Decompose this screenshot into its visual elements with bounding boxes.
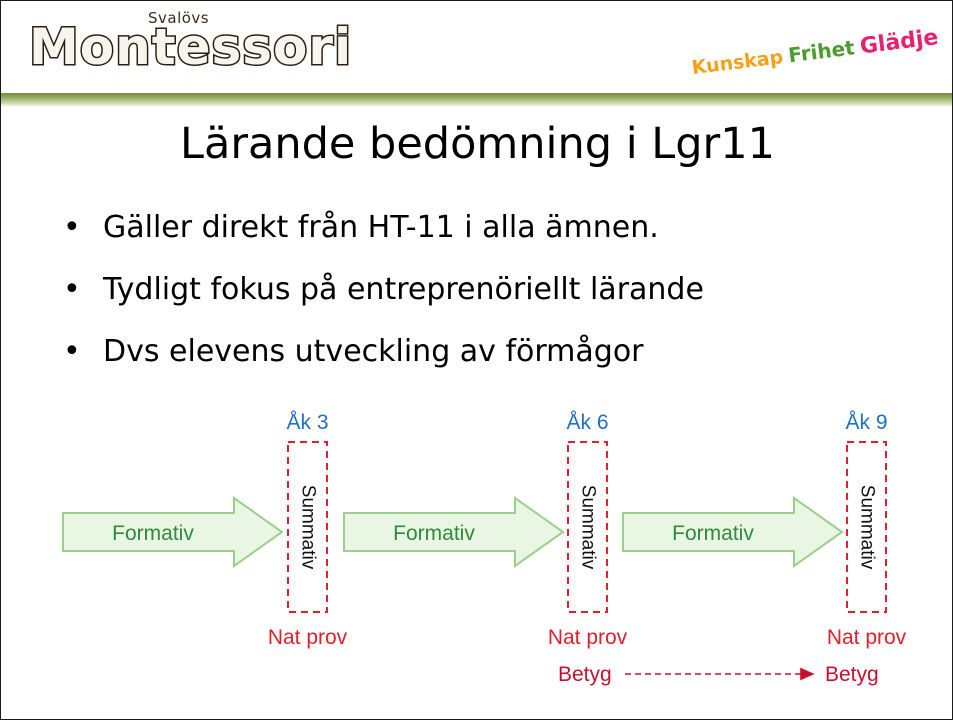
summativ-box — [567, 441, 608, 613]
bullet-list: Gäller direkt från HT-11 i alla ämnen. T… — [63, 197, 704, 383]
formativ-arrow — [343, 496, 565, 568]
summativ-label: Summativ — [856, 485, 877, 570]
exam-label: Nat prov — [827, 626, 907, 649]
summativ-box — [287, 441, 328, 613]
exam-label: Nat prov — [548, 626, 628, 649]
betyg-start-label: Betyg — [558, 663, 612, 686]
formativ-label: Formativ — [112, 522, 194, 545]
summativ-label: Summativ — [577, 485, 598, 570]
header-divider — [1, 93, 952, 107]
formativ-arrow — [622, 496, 844, 568]
bullet-item: Gäller direkt från HT-11 i alla ämnen. — [63, 197, 704, 259]
logo-small-text: Svalövs — [148, 9, 210, 27]
grade-label: Åk 3 — [286, 411, 328, 434]
bullet-item: Tydligt fokus på entreprenöriellt lärand… — [63, 259, 704, 321]
grade-label: Åk 9 — [845, 411, 887, 434]
logo-montessori: Montessori — [27, 17, 353, 78]
summativ-box — [846, 441, 887, 613]
formativ-arrow — [62, 496, 284, 568]
bullet-item: Dvs elevens utveckling av förmågor — [63, 321, 704, 383]
formativ-label: Formativ — [672, 522, 754, 545]
exam-label: Nat prov — [268, 626, 348, 649]
grade-label: Åk 6 — [566, 411, 608, 434]
summativ-label: Summativ — [297, 485, 318, 570]
formativ-label: Formativ — [393, 522, 475, 545]
slide-title: Lärande bedömning i Lgr11 — [180, 119, 775, 169]
betyg-end-label: Betyg — [825, 663, 879, 686]
